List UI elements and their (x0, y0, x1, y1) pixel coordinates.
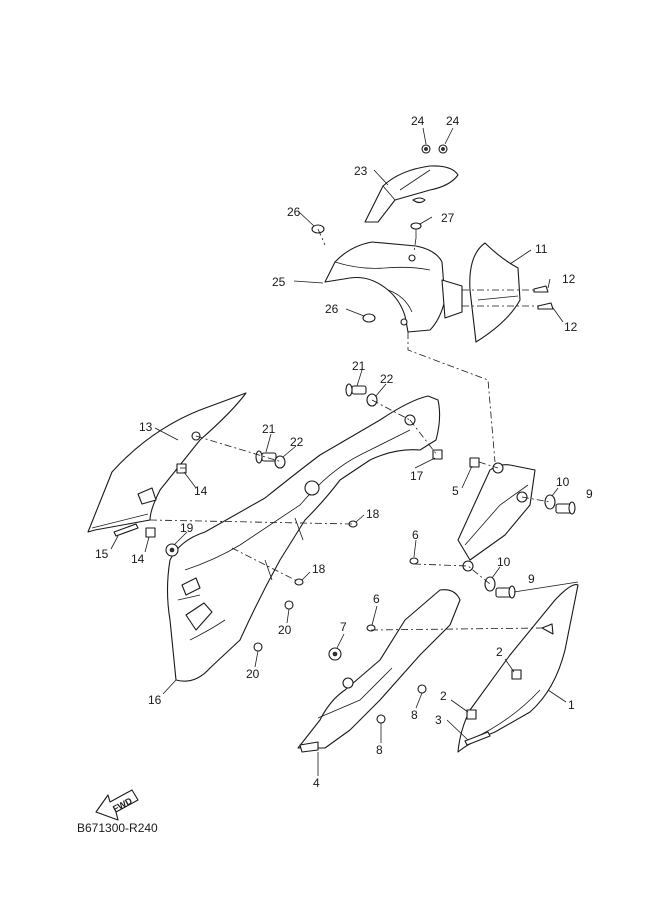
part-14-clip-a (176, 463, 187, 474)
part-14-clip-b (145, 527, 156, 538)
part-11-side-cover (469, 242, 521, 343)
callout-9-lower: 9 (528, 572, 535, 586)
part-25-tail-panel (324, 241, 463, 333)
part-5-clip (469, 457, 480, 468)
callout-18-upper: 18 (366, 507, 380, 521)
callout-labels: 24 24 23 26 27 25 11 12 12 26 21 22 13 2… (95, 114, 593, 790)
callout-24-left: 24 (411, 114, 425, 128)
part-10-washer-b (484, 576, 496, 592)
callout-15: 15 (95, 547, 109, 561)
callout-21-upper: 21 (352, 359, 366, 373)
diagram-code: B671300-R240 (77, 821, 158, 835)
part-8-nut-b (376, 714, 386, 724)
part-19-nut (165, 543, 179, 557)
callout-2-upper: 2 (496, 645, 503, 659)
part-20-nut-a (284, 600, 294, 610)
callout-6-lower: 6 (373, 592, 380, 606)
callout-14-lower: 14 (131, 552, 145, 566)
part-20-nut-b (253, 642, 263, 652)
callout-26-upper: 26 (287, 205, 301, 219)
part-23-upper-cover (364, 165, 459, 223)
callout-10-upper: 10 (556, 475, 570, 489)
leader-lines (110, 127, 579, 776)
part-9-bolt-a (555, 501, 576, 515)
callout-21-lower: 21 (262, 422, 276, 436)
fwd-arrow-icon: FWD (95, 789, 139, 821)
callout-26-lower: 26 (325, 302, 339, 316)
callout-24-right: 24 (446, 114, 460, 128)
callout-13: 13 (139, 420, 153, 434)
part-2-clip-b (466, 709, 477, 720)
callout-2-lower: 2 (440, 689, 447, 703)
callout-25: 25 (272, 275, 286, 289)
part-24-nut-left (421, 144, 431, 154)
callout-18-lower: 18 (312, 562, 326, 576)
callout-6-upper: 6 (412, 528, 419, 542)
part-21-bolt-lower (255, 450, 277, 464)
part-10-washer-a (544, 494, 556, 510)
part-27-screw (410, 222, 422, 238)
callout-10-lower: 10 (497, 555, 511, 569)
assembly-lines (149, 228, 551, 631)
callout-23: 23 (354, 164, 368, 178)
part-12-pin-upper (533, 285, 549, 293)
part-7-nut (328, 647, 342, 661)
part-1-side-cover-right (457, 584, 579, 753)
callout-19: 19 (180, 521, 194, 535)
callout-16: 16 (148, 693, 162, 707)
part-22-washer-lower (274, 455, 286, 469)
part-8-nut-a (417, 684, 427, 694)
callout-14-upper: 14 (194, 484, 208, 498)
callout-22-lower: 22 (290, 435, 304, 449)
part-6-screw-b (366, 624, 376, 632)
callout-3: 3 (435, 713, 442, 727)
part-24-nut-right (438, 144, 448, 154)
part-4-lower-cover (297, 589, 461, 753)
callout-17: 17 (410, 469, 424, 483)
part-13-side-cover-left (87, 392, 247, 533)
part-21-bolt-upper (345, 383, 367, 397)
callout-1: 1 (568, 698, 575, 712)
callout-7: 7 (340, 620, 347, 634)
part-6-screw-a (409, 557, 419, 565)
callout-8-upper: 8 (411, 708, 418, 722)
part-26-clip-lower (362, 313, 376, 323)
callout-27: 27 (441, 211, 455, 225)
callout-5: 5 (452, 484, 459, 498)
part-12-pin-lower (537, 302, 554, 310)
callout-12-lower: 12 (564, 320, 578, 334)
callout-22-upper: 22 (380, 372, 394, 386)
callout-20-lower: 20 (246, 667, 260, 681)
part-9-bolt-b (495, 585, 516, 599)
part-15-strip (113, 523, 139, 537)
callout-20-upper: 20 (278, 623, 292, 637)
callout-12-upper: 12 (562, 272, 576, 286)
callout-4: 4 (313, 776, 320, 790)
part-3-strip (464, 731, 491, 746)
part-16-main-side-panel (166, 395, 441, 682)
callout-8-lower: 8 (376, 743, 383, 757)
part-17-clip (432, 449, 443, 460)
callout-11: 11 (535, 242, 548, 256)
part-2-clip-a (511, 669, 522, 680)
callout-9-upper: 9 (586, 487, 593, 501)
